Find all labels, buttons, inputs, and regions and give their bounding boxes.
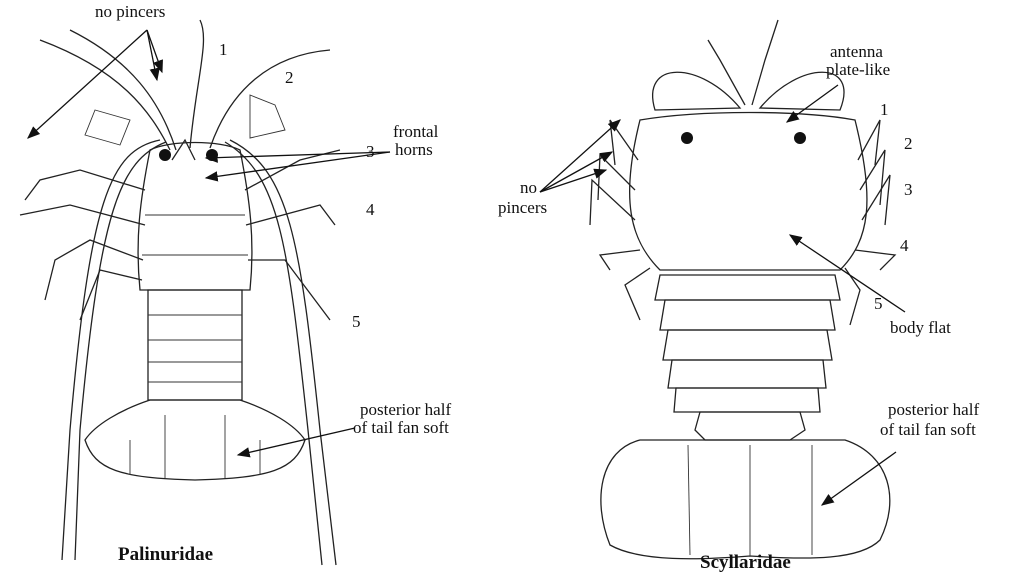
scyllaridae-no-pincers-label-line1: no xyxy=(520,178,537,197)
palinuridae-leg-number-4: 4 xyxy=(366,200,375,220)
palinuridae-tail-label-line2: of tail fan soft xyxy=(353,418,449,437)
scyllaridae-leg-number-3: 3 xyxy=(904,180,913,200)
antenna-left-1 xyxy=(40,40,170,150)
scyllaridae-leg-number-5: 5 xyxy=(874,294,883,314)
palinuridae-tail-label-line1: posterior half xyxy=(360,400,451,419)
palinuridae-leg-number-5: 5 xyxy=(352,312,361,332)
scyllaridae-leg-number-1: 1 xyxy=(880,100,889,120)
scyllaridae-tail-label-line1: posterior half xyxy=(888,400,979,419)
scyllaridae-body-flat-label: body flat xyxy=(890,318,951,337)
scyllaridae-antenna-label-line1: antenna xyxy=(830,42,883,61)
scyllaridae-title: Scyllaridae xyxy=(700,552,791,574)
scyllaridae-illustration xyxy=(590,20,895,559)
scyllaridae-antenna-label-line2: plate-like xyxy=(826,60,890,79)
palinuridae-leg-number-3: 3 xyxy=(366,142,375,162)
palinuridae-frontal-horns-label-line2: horns xyxy=(395,140,433,159)
palinuridae-frontal-horns-label-line1: frontal xyxy=(393,122,438,141)
scyllaridae-tail-label-line2: of tail fan soft xyxy=(880,420,976,439)
scyllaridae-leg-number-4: 4 xyxy=(900,236,909,256)
palinuridae-no-pincers-label: no pincers xyxy=(95,2,165,21)
scyllaridae-no-pincers-label-line2: pincers xyxy=(498,198,547,217)
palinuridae-leg-number-1: 1 xyxy=(219,40,228,60)
palinuridae-title: Palinuridae xyxy=(118,544,213,566)
palinuridae-leg-number-2: 2 xyxy=(285,68,294,88)
palinuridae-arrows xyxy=(28,30,390,455)
scyllaridae-leg-number-2: 2 xyxy=(904,134,913,154)
